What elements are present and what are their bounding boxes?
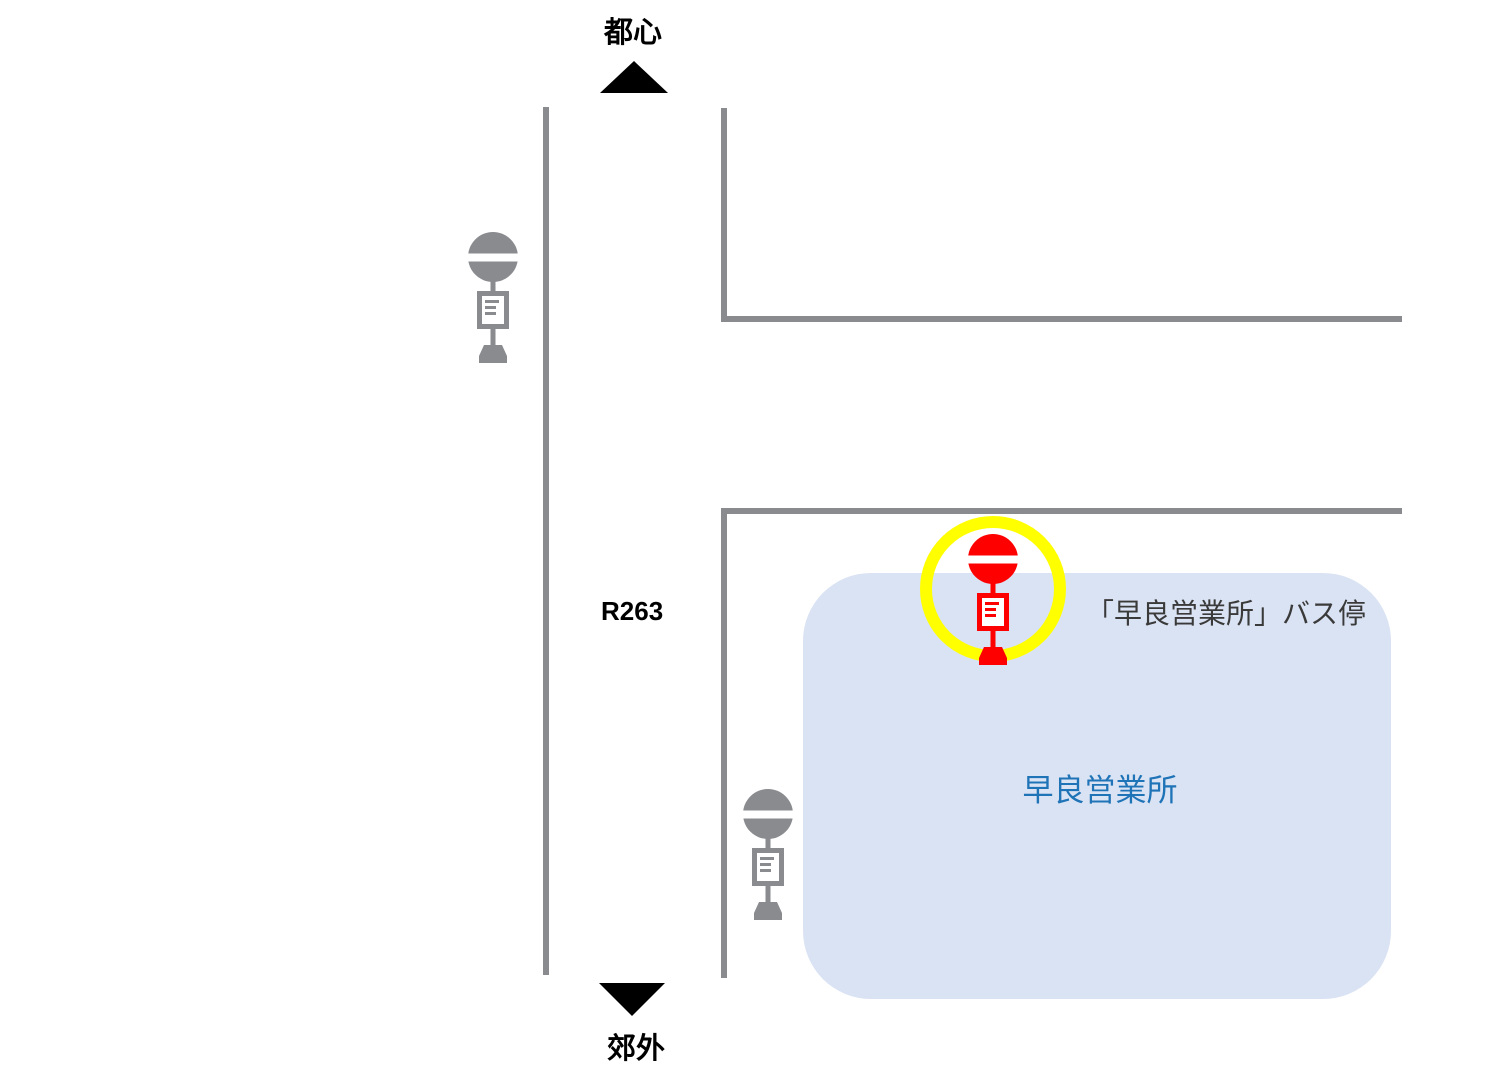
office-name-label: 早良営業所 xyxy=(1022,773,1178,809)
triangle-down-icon xyxy=(599,983,665,1016)
triangle-up-icon xyxy=(600,61,668,93)
road-name-label: R263 xyxy=(601,596,664,626)
direction-label-north: 都心 xyxy=(603,15,663,49)
road-east-edge-north xyxy=(721,108,1402,322)
road-east-edge-south xyxy=(721,508,1402,978)
bus-stop-label: 「早良営業所」バス停 xyxy=(1086,597,1367,630)
direction-label-south: 郊外 xyxy=(606,1031,666,1065)
office-area xyxy=(803,573,1391,999)
bus-stop-icon xyxy=(742,789,794,920)
road-lines xyxy=(543,107,1402,978)
bus-stop-icon xyxy=(467,232,519,363)
